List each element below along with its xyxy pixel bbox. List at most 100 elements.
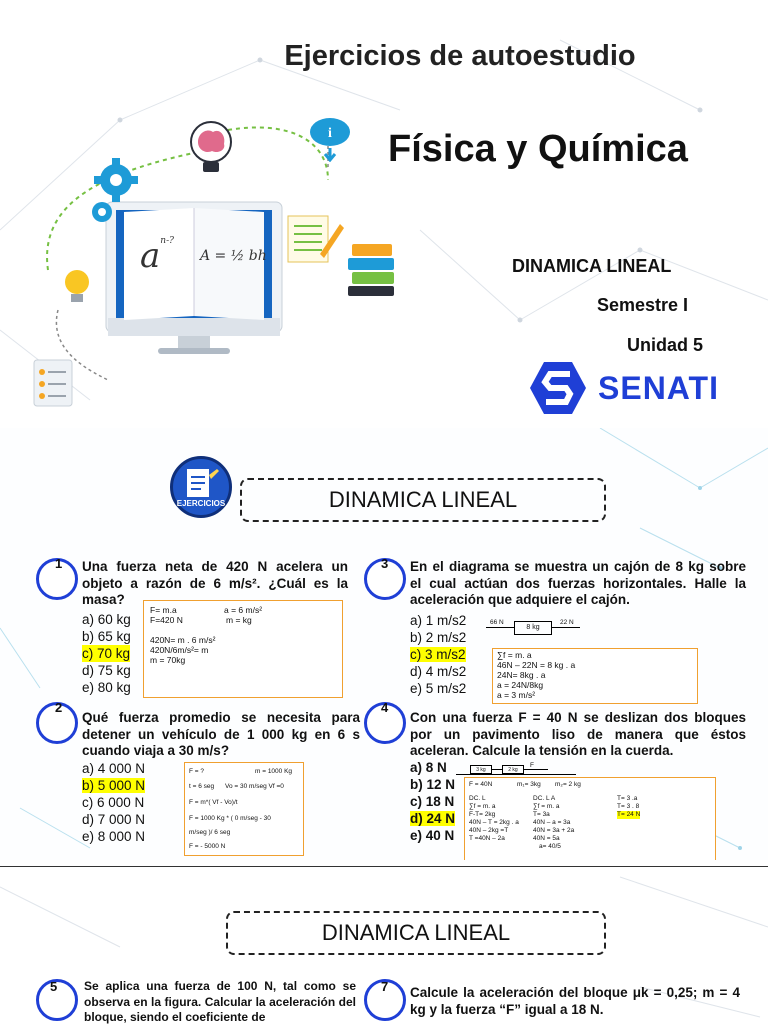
solution-line: 40N – a = 3a xyxy=(533,819,571,826)
ground-line xyxy=(456,774,576,775)
question-3-options: a) 1 m/s2 b) 2 m/s2 c) 3 m/s2 d) 4 m/s2 … xyxy=(410,612,466,697)
solution-line: t = 6 seg xyxy=(189,783,215,790)
solution-line: T= 3a xyxy=(533,811,550,818)
solution-line: T= 3 .a xyxy=(617,795,638,802)
option[interactable]: c) 3 m/s2 xyxy=(410,646,466,663)
block-2: 2 kg xyxy=(502,765,524,774)
crate-box: 8 kg xyxy=(514,621,552,635)
block-1-mass: 3 kg xyxy=(476,767,486,773)
question-number-circle xyxy=(364,979,406,1021)
solution-line: 40N – 2kg =T xyxy=(469,827,509,834)
option[interactable]: e) 8 000 N xyxy=(82,829,146,844)
question-1-options: a) 60 kg b) 65 kg c) 70 kg d) 75 kg e) 8… xyxy=(82,611,131,696)
question-1-text: Una fuerza neta de 420 N acelera un obje… xyxy=(82,559,348,607)
question-number-circle xyxy=(36,558,78,600)
solution-line: T= 3 . 8 xyxy=(617,803,640,810)
cloud-info-icon: i xyxy=(310,118,350,162)
option-correct: b) 5 000 N xyxy=(82,778,146,793)
solution-line: a= 40/5 xyxy=(539,843,561,850)
brain-bulb-icon xyxy=(190,121,232,172)
solution-line: 420N= m . 6 m/s² xyxy=(150,635,216,645)
option[interactable]: e) 5 m/s2 xyxy=(410,681,467,696)
solution-line: DC. L A xyxy=(533,795,556,802)
option[interactable]: b) 2 m/s2 xyxy=(410,630,467,645)
books-icon xyxy=(348,244,394,296)
section-banner: DINAMICA LINEAL xyxy=(226,911,606,955)
question-number: 7 xyxy=(381,979,389,994)
solution-line: m = 70kg xyxy=(150,655,186,665)
notepad-pencil-icon xyxy=(287,215,344,263)
checklist-icon xyxy=(33,359,73,407)
network-background xyxy=(0,39,768,401)
option[interactable]: e) 40 N xyxy=(410,828,455,843)
exercise-sheet-icon xyxy=(187,469,219,497)
solution-line: ∑f = m. a xyxy=(497,650,532,660)
solution-line: F= m.a xyxy=(150,605,177,615)
option[interactable]: a) 1 m/s2 xyxy=(410,613,467,628)
solution-line: a = 6 m/s² xyxy=(224,605,263,615)
solution-box: F= m.a F=420 N a = 6 m/s² m = kg 420N= m… xyxy=(143,600,343,698)
option[interactable]: b) 5 000 N xyxy=(82,777,146,794)
cover-topic: DINAMICA LINEAL xyxy=(512,256,672,276)
solution-line: DC. L xyxy=(469,795,486,802)
badge-label: EJERCICIOS xyxy=(176,499,226,508)
option[interactable]: a) 8 N xyxy=(410,760,447,775)
education-illustration xyxy=(46,126,329,381)
question-2-options: a) 4 000 N b) 5 000 N c) 6 000 N d) 7 00… xyxy=(82,760,146,845)
solution-line: F=420 N xyxy=(150,615,183,625)
option[interactable]: a) 4 000 N xyxy=(82,761,146,776)
exercises-slide: EJERCICIOS DINAMICA LINEAL 1 Una fuerza … xyxy=(0,428,768,860)
solution-line: 24N= 8kg . a xyxy=(497,670,546,680)
formula-exponent: n-? xyxy=(160,236,174,246)
option[interactable]: d) 4 m/s2 xyxy=(410,664,467,679)
question-number: 4 xyxy=(381,700,389,715)
crate-mass: 8 kg xyxy=(526,624,540,631)
force-arrow-left xyxy=(486,627,514,628)
lightbulb-icon xyxy=(65,270,89,302)
option[interactable]: d) 24 N xyxy=(410,810,456,827)
option[interactable]: c) 18 N xyxy=(410,794,455,809)
option-correct: c) 3 m/s2 xyxy=(410,647,466,662)
question-number-circle xyxy=(364,702,406,744)
solution-box: F = ? m = 1000 Kg t = 6 seg Vo = 30 m/se… xyxy=(184,762,304,856)
cover-subject: Física y Química xyxy=(388,128,688,170)
exercises-slide-2: DINAMICA LINEAL 5 Se aplica una fuerza d… xyxy=(0,866,768,1024)
force-label: F xyxy=(530,762,534,769)
option[interactable]: c) 6 000 N xyxy=(82,795,145,810)
solution-line: F = 40N xyxy=(469,781,493,788)
option[interactable]: d) 75 kg xyxy=(82,663,131,678)
option[interactable]: a) 60 kg xyxy=(82,612,131,627)
question-number: 3 xyxy=(381,556,389,571)
solution-line: Vo = 30 m/seg Vf =0 xyxy=(225,783,284,790)
option[interactable]: d) 7 000 N xyxy=(82,812,146,827)
cover-slide: Ejercicios de autoestudio Física y Quími… xyxy=(0,0,768,428)
solution-line: 40N = 5a xyxy=(533,835,560,842)
option[interactable]: b) 65 kg xyxy=(82,629,131,644)
gear-icon xyxy=(92,158,138,222)
solution-line: F = m*( Vf - Vo)/t xyxy=(189,799,238,806)
question-2-text: Qué fuerza promedio se necesita para det… xyxy=(82,710,360,758)
option-correct[interactable]: c) 70 kg xyxy=(82,645,131,662)
solution-line: m = kg xyxy=(226,615,252,625)
solution-line: T =40N – 2a xyxy=(469,835,505,842)
solution-line: a = 24N/8kg xyxy=(497,680,544,690)
solution-line: 420N/6m/s²= m xyxy=(150,645,209,655)
option-correct: d) 24 N xyxy=(410,811,456,826)
solution-line: m = 1000 Kg xyxy=(255,768,293,775)
solution-line: m₁= 3kg xyxy=(517,781,541,788)
solution-line: m/seg )/ 6 seg xyxy=(189,829,231,836)
option[interactable]: e) 80 kg xyxy=(82,680,131,695)
option[interactable]: b) 12 N xyxy=(410,777,456,792)
force-arrow xyxy=(524,769,548,770)
solution-line: ∑f = m. a xyxy=(469,803,496,810)
rope xyxy=(492,769,502,770)
solution-line: F = - 5000 N xyxy=(189,843,226,850)
senati-logo-icon xyxy=(530,362,586,414)
exercises-badge: EJERCICIOS xyxy=(170,456,232,518)
force-arrow-right xyxy=(552,627,580,628)
block-2-mass: 2 kg xyxy=(508,767,518,773)
cover-title: Ejercicios de autoestudio xyxy=(284,40,636,72)
solution-answer: T= 24 N xyxy=(617,811,641,819)
block-1: 3 kg xyxy=(470,765,492,774)
question-number: 1 xyxy=(55,556,63,571)
